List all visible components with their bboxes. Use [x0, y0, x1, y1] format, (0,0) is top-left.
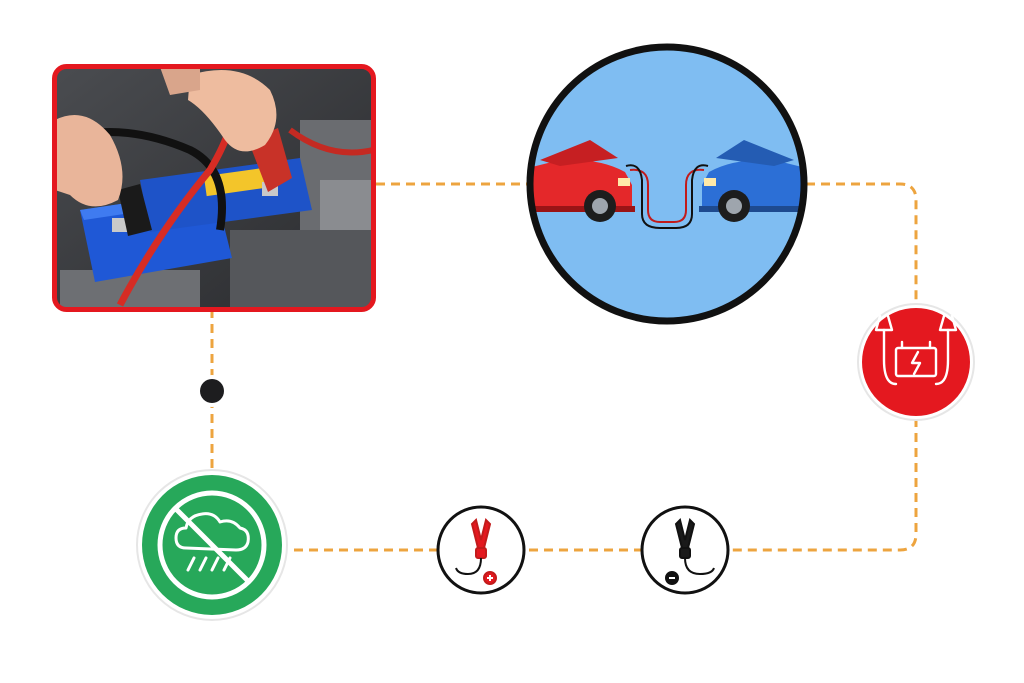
dot-marker-icon — [196, 375, 228, 407]
positive-red-clamp-icon — [436, 505, 526, 595]
connector-cars-to-battery — [806, 182, 918, 305]
two-cars-jumper-cables-icon — [526, 43, 808, 325]
no-rain-icon — [136, 469, 288, 621]
battery-cables-icon — [857, 303, 975, 421]
connector-battery-to-black-clamp — [727, 418, 918, 552]
battery-jumpstart-photo-icon — [52, 64, 376, 312]
negative-black-clamp-icon — [640, 505, 730, 595]
